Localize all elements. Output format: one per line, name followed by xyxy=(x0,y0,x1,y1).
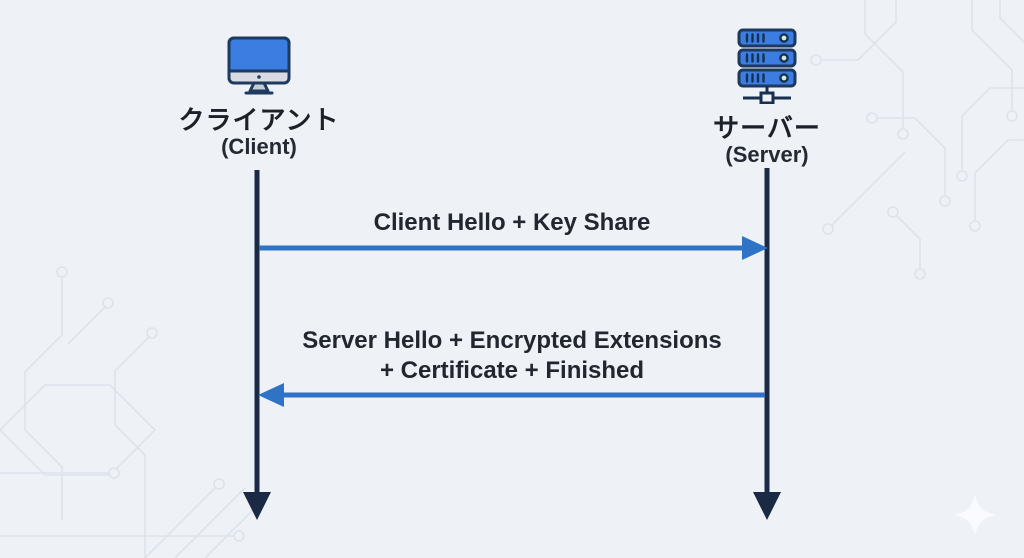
client-label-ja: クライアント xyxy=(178,105,340,135)
server-lifeline-arrowhead xyxy=(753,492,781,520)
actor-server: サーバー (Server) xyxy=(657,28,877,168)
server-label-en: (Server) xyxy=(725,142,809,167)
message-1-text: Client Hello + Key Share xyxy=(373,209,651,236)
message-2-line1: Server Hello + Encrypted Extensions xyxy=(302,327,722,354)
arrow-left-head xyxy=(258,383,284,407)
arrow-server-hello xyxy=(258,383,765,407)
client-label-en: (Client) xyxy=(221,134,297,159)
server-label-ja: サーバー xyxy=(713,113,821,143)
actor-client: クライアント (Client) xyxy=(149,36,369,160)
client-lifeline-arrowhead xyxy=(243,492,271,520)
message-client-hello-label: Client Hello + Key Share xyxy=(257,208,767,238)
message-2-line2: + Certificate + Finished xyxy=(379,357,645,384)
arrow-right-head xyxy=(742,236,768,260)
server-rack-icon xyxy=(737,28,797,104)
desktop-monitor-icon xyxy=(227,36,291,95)
sparkle-icon xyxy=(954,494,996,536)
arrow-client-hello xyxy=(259,236,768,260)
message-server-hello-label: Server Hello + Encrypted Extensions + Ce… xyxy=(257,326,767,386)
